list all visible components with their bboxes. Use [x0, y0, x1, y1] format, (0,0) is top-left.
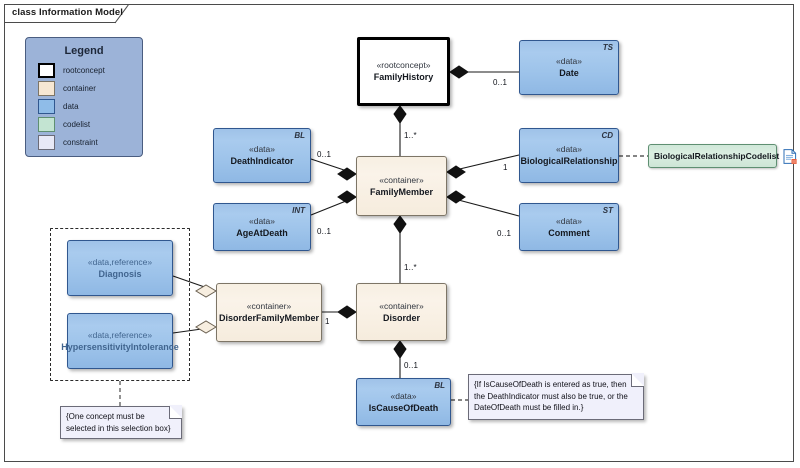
- class-age-at-death-datatype: INT: [292, 206, 305, 215]
- legend-item-rootconcept: rootconcept: [38, 63, 142, 78]
- legend-swatch-rootconcept: [38, 63, 55, 78]
- class-disorder-family-member-stereotype: «container»: [246, 301, 292, 311]
- class-date-name: Date: [559, 68, 579, 78]
- multiplicity-comment: 0..1: [497, 229, 512, 238]
- class-biological-relationship-datatype: CD: [601, 131, 613, 140]
- constraint-note[interactable]: {If IsCauseOfDeath is entered as true, t…: [468, 373, 644, 420]
- class-is-cause-of-death[interactable]: BL «data» IsCauseOfDeath: [356, 378, 451, 426]
- reference-selection-box: [50, 228, 190, 381]
- legend-label-rootconcept: rootconcept: [63, 66, 105, 75]
- diagram-frame: [4, 4, 794, 462]
- class-hypersensitivity-intolerance-name: HypersensitivityIntolerance: [61, 341, 179, 352]
- class-is-cause-of-death-name: IsCauseOfDeath: [368, 402, 439, 413]
- class-hypersensitivity-intolerance-stereotype: «data,reference»: [87, 329, 153, 340]
- class-date-datatype: TS: [602, 43, 613, 52]
- multiplicity-age-at-death: 0..1: [317, 227, 332, 236]
- class-comment-name: Comment: [548, 227, 590, 238]
- class-disorder[interactable]: «container» Disorder: [356, 283, 447, 341]
- class-diagnosis-name: Diagnosis: [98, 268, 142, 279]
- legend-item-codelist: codelist: [38, 117, 142, 132]
- selection-box-note-text: {One concept must be selected in this se…: [66, 412, 171, 433]
- class-is-cause-of-death-stereotype: «data»: [390, 390, 417, 401]
- legend-item-container: container: [38, 81, 142, 96]
- class-biological-relationship-stereotype: «data»: [556, 144, 582, 154]
- legend-label-data: data: [63, 102, 79, 111]
- class-diagnosis[interactable]: «data,reference» Diagnosis: [67, 240, 173, 296]
- legend-item-data: data: [38, 99, 142, 114]
- class-death-indicator[interactable]: BL «data» DeathIndicator: [213, 128, 311, 183]
- class-death-indicator-stereotype: «data»: [249, 144, 275, 154]
- class-biological-relationship-name: BiologicalRelationship: [520, 156, 618, 166]
- class-biological-relationship-codelist-name: BiologicalRelationshipCodelist: [654, 150, 780, 161]
- page-title: class Information Model: [12, 7, 124, 18]
- class-biological-relationship-codelist[interactable]: BiologicalRelationshipCodelist: [648, 144, 797, 168]
- class-biological-relationship[interactable]: CD «data» BiologicalRelationship: [519, 128, 619, 183]
- class-comment-datatype: ST: [602, 206, 613, 215]
- class-family-history[interactable]: «rootconcept» FamilyHistory: [357, 37, 450, 106]
- class-age-at-death[interactable]: INT «data» AgeAtDeath: [213, 203, 311, 251]
- legend-swatch-container: [38, 81, 55, 96]
- class-family-history-stereotype: «rootconcept»: [376, 60, 431, 70]
- class-diagnosis-stereotype: «data,reference»: [87, 256, 153, 267]
- class-disorder-family-member-name: DisorderFamilyMember: [218, 313, 320, 323]
- class-family-member-name: FamilyMember: [369, 186, 434, 197]
- class-family-member-stereotype: «container»: [379, 174, 424, 185]
- class-date[interactable]: TS «data» Date: [519, 40, 619, 95]
- constraint-note-fold-icon: [631, 373, 644, 387]
- class-age-at-death-stereotype: «data»: [249, 215, 275, 226]
- multiplicity-is-cause-of-death: 0..1: [404, 361, 419, 370]
- note-fold-icon: [169, 405, 182, 419]
- class-disorder-name: Disorder: [382, 312, 420, 323]
- legend-label-codelist: codelist: [63, 120, 91, 129]
- legend-label-container: container: [63, 84, 96, 93]
- legend-swatch-data: [38, 99, 55, 114]
- class-family-member[interactable]: «container» FamilyMember: [356, 156, 447, 216]
- document-icon: [783, 148, 797, 164]
- diagram-frame-tab: [4, 4, 116, 23]
- class-disorder-family-member[interactable]: «container» DisorderFamilyMember: [216, 283, 322, 342]
- class-comment-stereotype: «data»: [556, 215, 582, 226]
- multiplicity-biological-relationship: 1: [503, 163, 508, 172]
- class-date-stereotype: «data»: [556, 56, 582, 66]
- class-death-indicator-name: DeathIndicator: [230, 156, 294, 166]
- legend-swatch-constraint: [38, 135, 55, 150]
- constraint-note-text: {If IsCauseOfDeath is entered as true, t…: [474, 380, 628, 412]
- selection-box-note[interactable]: {One concept must be selected in this se…: [60, 405, 182, 439]
- multiplicity-family-member: 1..*: [404, 131, 417, 140]
- class-family-history-name: FamilyHistory: [373, 72, 434, 82]
- multiplicity-date: 0..1: [493, 78, 508, 87]
- diagram-frame-tab-slant: [115, 4, 131, 24]
- class-hypersensitivity-intolerance[interactable]: «data,reference» HypersensitivityIntoler…: [61, 313, 179, 369]
- class-disorder-stereotype: «container»: [379, 300, 424, 311]
- class-comment[interactable]: ST «data» Comment: [519, 203, 619, 251]
- legend-swatch-codelist: [38, 117, 55, 132]
- class-age-at-death-name: AgeAtDeath: [236, 227, 288, 238]
- multiplicity-death-indicator: 0..1: [317, 150, 332, 159]
- class-death-indicator-datatype: BL: [294, 131, 305, 140]
- class-is-cause-of-death-datatype: BL: [434, 381, 445, 390]
- legend-label-constraint: constraint: [63, 138, 98, 147]
- legend-title: Legend: [64, 45, 104, 57]
- multiplicity-disorder: 1..*: [404, 263, 417, 272]
- multiplicity-disorder-family-member: 1: [325, 317, 330, 326]
- legend-panel: Legend rootconcept container data codeli…: [25, 37, 143, 157]
- legend-item-constraint: constraint: [38, 135, 142, 150]
